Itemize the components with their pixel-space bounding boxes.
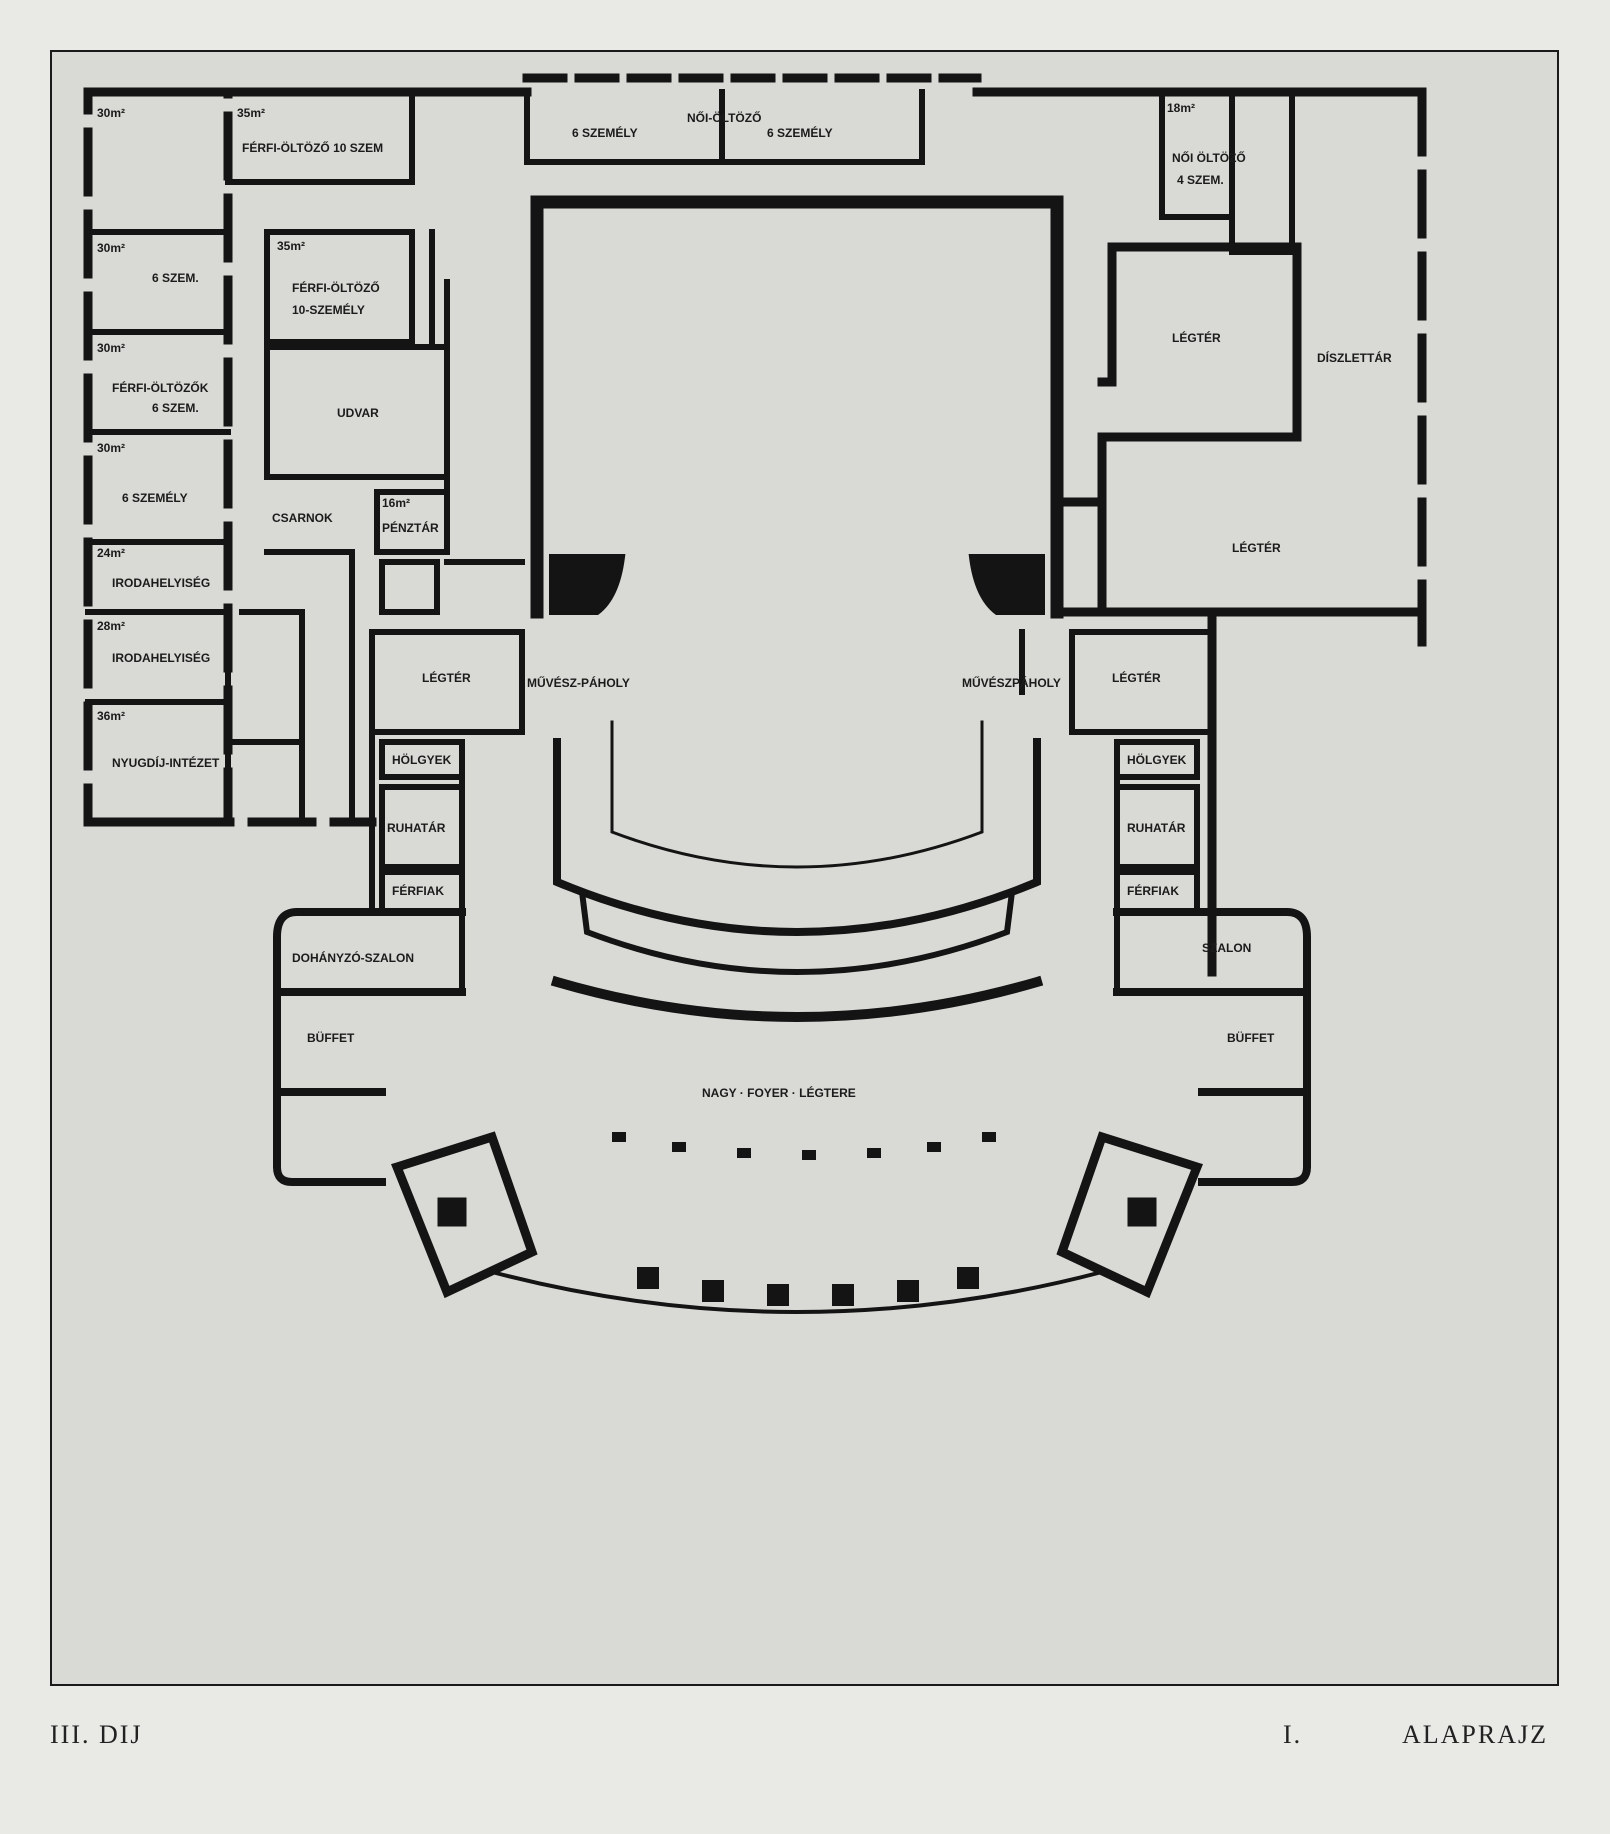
foyer-wall	[550, 975, 1044, 1022]
prize-caption: III. DIJ	[50, 1720, 143, 1749]
room-label: 4 SZEM.	[1177, 173, 1224, 187]
room-label: LÉGTÉR	[1172, 330, 1221, 345]
stair-nooks	[549, 554, 1045, 615]
room-label: LÉGTÉR	[422, 670, 471, 685]
foyer-columns	[612, 1132, 996, 1160]
room-label: DOHÁNYZÓ-SZALON	[292, 950, 414, 965]
room-label: HÖLGYEK	[392, 752, 452, 767]
room-label: 10-SZEMÉLY	[292, 302, 365, 317]
room-label: 6 SZEMÉLY	[122, 490, 188, 505]
area-label: 18m²	[1167, 101, 1195, 115]
left-wing-rooms	[85, 229, 305, 825]
room-label: NŐI-ÖLTÖZŐ	[687, 110, 761, 125]
upper-right-rooms	[1052, 232, 1427, 977]
room-label: NAGY · FOYER · LÉGTERE	[702, 1085, 856, 1100]
room-label: 6 SZEM.	[152, 401, 199, 415]
room-label: DÍSZLETTÁR	[1317, 350, 1392, 365]
room-label: PÉNZTÁR	[382, 520, 439, 535]
area-label: 35m²	[237, 106, 265, 120]
facade-piers	[637, 1267, 979, 1306]
sheet-numeral: I.	[1283, 1720, 1303, 1749]
room-label: RUHATÁR	[1127, 820, 1186, 835]
room-label: LÉGTÉR	[1112, 670, 1161, 685]
area-label: 36m²	[97, 709, 125, 723]
area-label: 28m²	[97, 619, 125, 633]
right-side-rooms	[1019, 629, 1215, 995]
room-label: 6 SZEM.	[152, 271, 199, 285]
area-label: 35m²	[277, 239, 305, 253]
room-label: RUHATÁR	[387, 820, 446, 835]
upper-room-walls	[225, 89, 1295, 255]
area-label: 30m²	[97, 241, 125, 255]
area-label: 30m²	[97, 106, 125, 120]
drawing-sheet: 30m² 35m² FÉRFI-ÖLTÖZŐ 10 SZEM 6 SZEMÉLY…	[50, 50, 1559, 1686]
floor-plan: 30m² 35m² FÉRFI-ÖLTÖZŐ 10 SZEM 6 SZEMÉLY…	[83, 73, 1427, 1314]
room-label: FÉRFI-ÖLTÖZŐK	[112, 380, 209, 395]
room-label: FÉRFI-ÖLTÖZŐ 10 SZEM	[242, 140, 383, 155]
room-label: FÉRFIAK	[392, 883, 444, 898]
room-label: NŐI ÖLTÖZŐ	[1172, 150, 1246, 165]
stage-house	[530, 195, 1064, 619]
outer-walls	[83, 73, 1427, 827]
room-label: FÉRFIAK	[1127, 883, 1179, 898]
room-label: IRODAHELYISÉG	[112, 650, 210, 665]
stair-towers	[391, 1131, 1203, 1299]
plan-title: ALAPRAJZ	[1402, 1720, 1549, 1749]
left-wing-outline	[83, 87, 233, 827]
room-label: CSARNOK	[272, 511, 333, 525]
room-label: 6 SZEMÉLY	[767, 125, 833, 140]
area-label: 24m²	[97, 546, 125, 560]
center-left-rooms	[264, 229, 525, 995]
room-label: MŰVÉSZ-PÁHOLY	[527, 675, 630, 690]
room-label: BÜFFET	[307, 1030, 355, 1045]
room-label: UDVAR	[337, 406, 379, 420]
room-label: IRODAHELYISÉG	[112, 575, 210, 590]
front-facade	[489, 1269, 1105, 1314]
area-label: 30m²	[97, 341, 125, 355]
room-label: NYUGDÍJ-INTÉZET	[112, 755, 220, 770]
area-label: 16m²	[382, 496, 410, 510]
lower-wings	[273, 908, 1311, 1186]
auditorium	[553, 720, 1041, 975]
room-label: HÖLGYEK	[1127, 752, 1187, 767]
room-labels: 30m² 35m² FÉRFI-ÖLTÖZŐ 10 SZEM 6 SZEMÉLY…	[97, 101, 1392, 1100]
area-label: 30m²	[97, 441, 125, 455]
room-label: SZALON	[1202, 941, 1251, 955]
room-label: 6 SZEMÉLY	[572, 125, 638, 140]
room-label: FÉRFI-ÖLTÖZŐ	[292, 280, 380, 295]
room-label: LÉGTÉR	[1232, 540, 1281, 555]
room-label: MŰVÉSZPÁHOLY	[962, 675, 1061, 690]
room-label: BÜFFET	[1227, 1030, 1275, 1045]
